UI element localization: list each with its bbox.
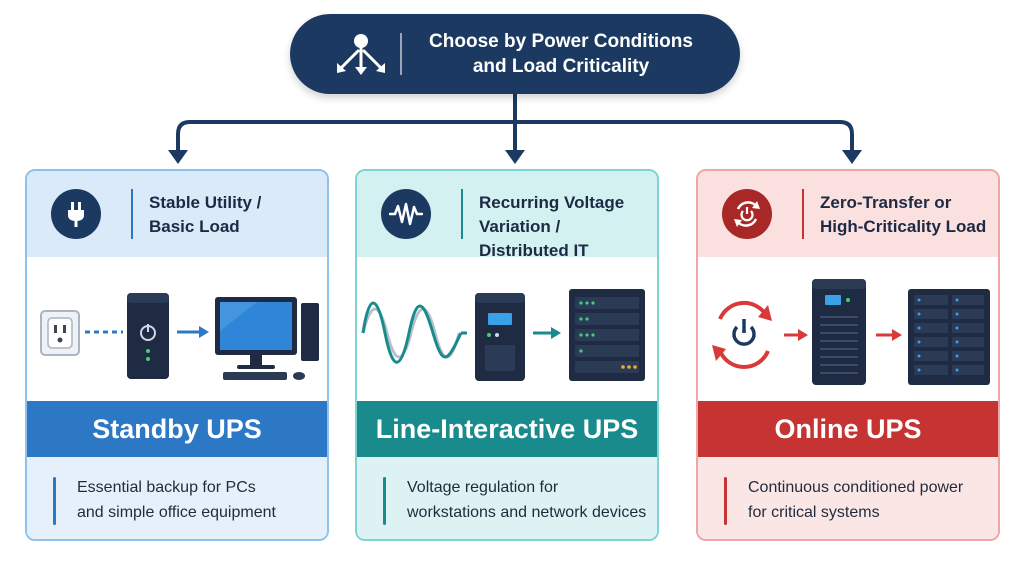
card-title: Recurring Voltage Variation / Distribute… [479,191,647,263]
card-description: Continuous conditioned power for critica… [748,475,990,525]
card-online-ups: Zero-Transfer or High-Criticality Load [696,169,1000,541]
branching-arrows-icon [337,34,385,75]
online-ups-unit-icon [812,279,866,385]
header-title: Choose by Power Conditions and Load Crit… [402,29,740,79]
card-title-line2: High-Criticality Load [820,217,987,236]
line-interactive-illustration [361,289,645,381]
card-description-line2: for critical systems [748,504,880,521]
card-description-line2: workstations and network devices [407,504,647,521]
card-description-line1: Continuous conditioned power [748,479,964,496]
card-description: Essential backup for PCs and simple offi… [77,475,319,525]
ups-type-label: Online UPS [698,401,998,457]
card-title-line1: Stable Utility / [149,193,262,212]
distorted-waveform-icon [361,307,461,359]
ups-type-label: Line-Interactive UPS [357,401,657,457]
card-description: Voltage regulation for workstations and … [407,475,649,525]
server-rack-icon [908,289,990,385]
card-description-area: Continuous conditioned power for critica… [698,457,998,539]
card-description-line1: Essential backup for PCs [77,479,256,496]
header-pill: Choose by Power Conditions and Load Crit… [290,14,740,94]
card-description-area: Essential backup for PCs and simple offi… [27,457,327,539]
card-standby-ups: Stable Utility / Basic Load [25,169,329,541]
network-rack-icon [569,289,645,381]
card-header: Zero-Transfer or High-Criticality Load [698,171,998,257]
card-title-line1: Recurring Voltage [479,193,625,212]
standby-illustration [40,293,319,380]
wall-outlet-icon [40,310,80,356]
description-accent-bar [53,477,56,525]
continuous-power-icon [712,300,772,369]
card-title-line2: Basic Load [149,217,240,236]
card-header: Recurring Voltage Variation / Distribute… [357,171,657,260]
card-line-interactive-ups: Recurring Voltage Variation / Distribute… [355,169,659,541]
card-title: Zero-Transfer or High-Criticality Load [820,191,988,239]
card-title-line1: Zero-Transfer or [820,193,952,212]
card-header-divider [802,189,804,239]
standby-ups-unit-icon [127,293,169,379]
power-cycle-icon [722,189,772,239]
card-description-line2: and simple office equipment [77,504,276,521]
card-header: Stable Utility / Basic Load [27,171,327,257]
header-title-line2: and Load Criticality [472,56,650,77]
waveform-icon [381,189,431,239]
card-header-divider [131,189,133,239]
card-description-area: Voltage regulation for workstations and … [357,457,657,539]
card-description-line1: Voltage regulation for [407,479,559,496]
plug-icon [51,189,101,239]
header-divider [400,33,402,75]
voltage-waveform-icon [361,301,463,364]
desktop-computer-icon [215,297,319,380]
card-header-divider [461,189,463,239]
header-title-line1: Choose by Power Conditions [429,31,693,52]
card-title: Stable Utility / Basic Load [149,191,317,239]
description-accent-bar [724,477,727,525]
line-interactive-ups-unit-icon [475,293,525,381]
description-accent-bar [383,477,386,525]
ups-type-label: Standby UPS [27,401,327,457]
card-title-line2: Variation / Distributed IT [479,217,589,260]
online-illustration [712,279,990,385]
